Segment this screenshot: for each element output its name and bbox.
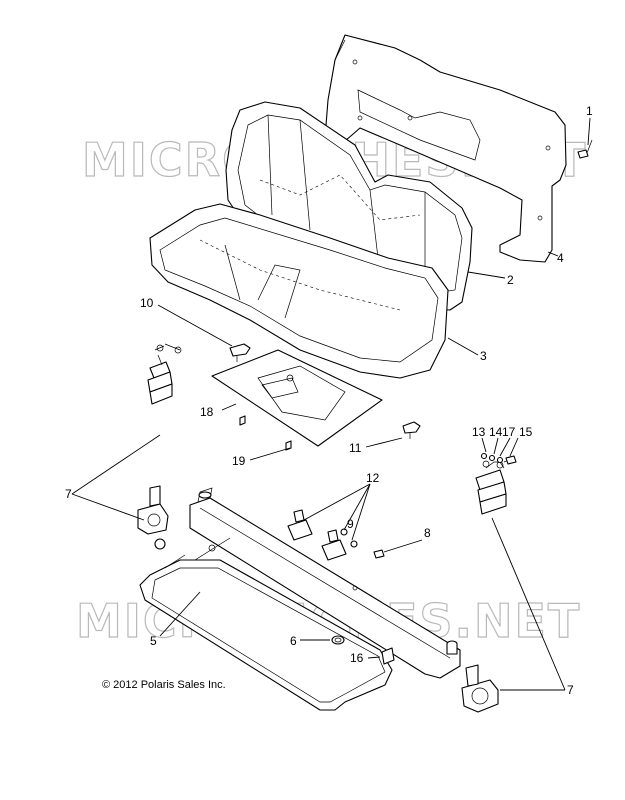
callout-4: 4 — [557, 251, 564, 265]
callout-13: 13 — [472, 425, 486, 439]
retractor-left — [137, 485, 169, 550]
washer-9 — [340, 528, 358, 548]
callouts: 1 2 3 4 5 6 7 7 8 9 10 11 12 13 14 15 16… — [65, 104, 593, 697]
callout-5: 5 — [150, 634, 157, 648]
bushing-16 — [381, 647, 395, 665]
callout-6: 6 — [290, 634, 297, 648]
callout-15: 15 — [519, 425, 533, 439]
callout-7-right: 7 — [567, 683, 574, 697]
callout-17: 17 — [502, 425, 516, 439]
leader-lines — [71, 117, 591, 691]
seat-base-frame — [139, 487, 461, 711]
screws-19 — [239, 415, 292, 451]
retractor-right — [461, 664, 499, 713]
callout-11: 11 — [349, 441, 362, 455]
callout-18: 18 — [200, 405, 214, 419]
spring-left — [147, 343, 182, 405]
copyright-notice: © 2012 Polaris Sales Inc. — [102, 679, 226, 691]
bolt-1 — [577, 139, 593, 159]
callout-1: 1 — [586, 104, 593, 118]
mounting-plate — [211, 349, 383, 447]
hinge-pad-10 — [229, 343, 251, 362]
grommet-6 — [331, 635, 345, 645]
callout-8: 8 — [424, 526, 431, 540]
callout-9: 9 — [347, 517, 354, 531]
seat-bottom-cushion — [149, 203, 449, 379]
callout-14: 14 — [489, 425, 503, 439]
callout-10: 10 — [140, 296, 154, 310]
callout-16: 16 — [350, 651, 364, 665]
seat-back-cushion — [225, 101, 473, 311]
callout-19: 19 — [232, 454, 246, 468]
callout-12: 12 — [366, 471, 380, 485]
spring-right — [475, 457, 515, 515]
bolt-8 — [373, 549, 385, 559]
callout-7-left: 7 — [65, 487, 72, 501]
callout-3: 3 — [480, 349, 487, 363]
buckle-12 — [287, 509, 347, 561]
hardware-13-17 — [480, 452, 517, 465]
callout-2: 2 — [507, 273, 514, 287]
clip-11 — [402, 421, 421, 439]
